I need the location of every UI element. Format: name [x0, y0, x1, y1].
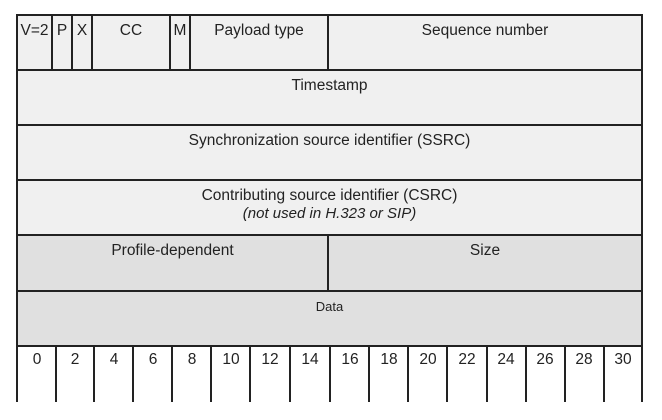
bit-number: 16	[341, 351, 359, 368]
extension-label: X	[76, 22, 88, 39]
bit-scale-tick	[525, 347, 527, 402]
timestamp-label: Timestamp	[291, 77, 368, 94]
csrc-field: Contributing source identifier (CSRC) (n…	[16, 181, 643, 236]
bit-number: 22	[458, 351, 476, 368]
bit-scale-tick	[249, 347, 251, 402]
version-label: V=2	[20, 22, 49, 39]
bit-number: 28	[575, 351, 593, 368]
bit-number: 4	[109, 351, 119, 368]
data-field: Data	[16, 292, 643, 347]
bit-number: 6	[148, 351, 158, 368]
timestamp-field: Timestamp	[16, 71, 643, 126]
csrc-count-label: CC	[119, 22, 143, 39]
bit-number: 8	[187, 351, 197, 368]
data-label: Data	[315, 299, 344, 314]
marker-label: M	[173, 22, 187, 39]
bit-number: 26	[536, 351, 554, 368]
payload-type-field: Payload type	[191, 14, 329, 71]
bit-number: 12	[261, 351, 279, 368]
bit-scale-tick	[171, 347, 173, 402]
size-field: Size	[329, 236, 643, 292]
extension-field: X	[73, 14, 93, 71]
marker-field: M	[171, 14, 191, 71]
csrc-count-field: CC	[93, 14, 171, 71]
bit-scale-tick	[446, 347, 448, 402]
bit-number: 20	[419, 351, 437, 368]
sequence-number-label: Sequence number	[421, 22, 549, 39]
bit-number: 14	[301, 351, 319, 368]
version-field: V=2	[16, 14, 53, 71]
bit-number: 10	[222, 351, 240, 368]
bit-scale-tick	[368, 347, 370, 402]
padding-field: P	[53, 14, 73, 71]
bit-number: 18	[380, 351, 398, 368]
profile-dependent-field: Profile-dependent	[16, 236, 329, 292]
csrc-note: (not used in H.323 or SIP)	[242, 205, 417, 222]
bit-scale-tick	[329, 347, 331, 402]
csrc-label: Contributing source identifier (CSRC)	[201, 187, 458, 204]
bit-number: 30	[614, 351, 632, 368]
bit-scale-tick	[93, 347, 95, 402]
payload-type-label: Payload type	[214, 22, 304, 39]
bit-scale-tick	[486, 347, 488, 402]
padding-label: P	[56, 22, 68, 39]
bit-scale: 0 2 4 6 8 10 12 14 16 18 20 22 24 26 28 …	[16, 347, 643, 402]
bit-scale-tick	[407, 347, 409, 402]
sequence-number-field: Sequence number	[329, 14, 643, 71]
bit-scale-tick	[641, 347, 643, 402]
rtp-header-diagram: V=2 P X CC M Payload type Sequence numbe…	[16, 14, 643, 402]
bit-number: 24	[497, 351, 515, 368]
bit-scale-tick	[55, 347, 57, 402]
profile-dependent-label: Profile-dependent	[111, 242, 234, 259]
bit-scale-tick	[16, 347, 18, 402]
bit-scale-tick	[564, 347, 566, 402]
bit-scale-tick	[289, 347, 291, 402]
bit-number: 0	[32, 351, 42, 368]
bit-number: 2	[70, 351, 80, 368]
ssrc-field: Synchronization source identifier (SSRC)	[16, 126, 643, 181]
ssrc-label: Synchronization source identifier (SSRC)	[188, 132, 471, 149]
size-label: Size	[469, 242, 501, 259]
bit-scale-tick	[132, 347, 134, 402]
bit-scale-tick	[210, 347, 212, 402]
bit-scale-tick	[603, 347, 605, 402]
